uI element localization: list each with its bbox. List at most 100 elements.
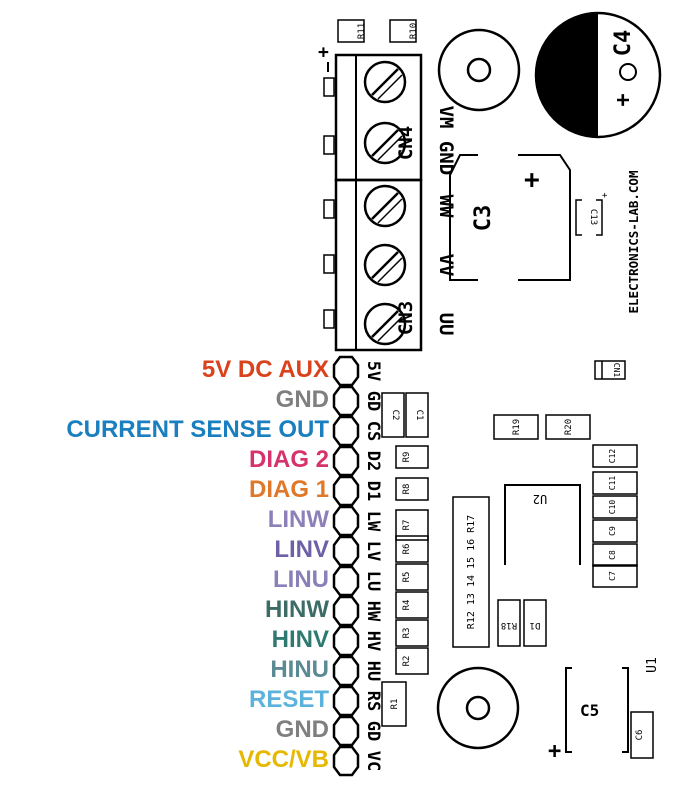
capacitor-c12 bbox=[592, 444, 638, 468]
resistor-r3 bbox=[395, 619, 429, 647]
pin-silk-label-11: RS bbox=[363, 691, 383, 711]
cn4-plus-mark: + bbox=[318, 42, 329, 63]
connector-cn1 bbox=[594, 360, 626, 380]
u2-label: U2 bbox=[533, 492, 547, 506]
c13-plus-mark: + bbox=[602, 191, 608, 201]
pin-silk-label-3: D2 bbox=[363, 451, 383, 471]
c4-label: C4 bbox=[611, 30, 636, 57]
capacitor-c1 bbox=[405, 392, 429, 438]
resistor-r8 bbox=[395, 477, 429, 501]
r6-label: R6 bbox=[402, 544, 412, 555]
pin-silk-label-10: HU bbox=[363, 661, 383, 681]
c13-label: C13 bbox=[588, 209, 598, 225]
pin-silk-label-9: HV bbox=[363, 631, 383, 651]
resistor-r4 bbox=[395, 591, 429, 619]
pin-label-12: GND bbox=[275, 716, 329, 743]
capacitor-c2 bbox=[381, 392, 405, 438]
resistor-r7 bbox=[395, 509, 429, 541]
resistor-r9 bbox=[395, 445, 429, 469]
pin-silk-label-8: HW bbox=[363, 601, 383, 622]
pin-label-1: GND bbox=[275, 386, 329, 413]
c11-label: C11 bbox=[608, 476, 617, 491]
r20-label: R20 bbox=[564, 419, 574, 435]
capacitor-c3-outline bbox=[449, 154, 571, 281]
c4-plus-mark: + bbox=[611, 93, 636, 106]
pin-silk-label-2: CS bbox=[363, 421, 383, 441]
u1-label: U1 bbox=[645, 657, 660, 673]
pin-label-0: 5V DC AUX bbox=[201, 356, 329, 383]
resistor-r5 bbox=[395, 563, 429, 591]
resistor-r11 bbox=[337, 19, 365, 43]
resistor-r2 bbox=[395, 647, 429, 675]
terminal-block-cn3 bbox=[334, 178, 423, 352]
capacitor-c9 bbox=[592, 519, 638, 543]
pin-label-7: LINU bbox=[273, 566, 329, 593]
resistor-r10 bbox=[389, 19, 417, 43]
pin-label-2: CURRENT SENSE OUT bbox=[66, 416, 329, 443]
pin-label-4: DIAG 1 bbox=[248, 476, 329, 503]
terminal-label-vm: VM bbox=[435, 106, 457, 129]
r18-label: R18 bbox=[501, 620, 517, 630]
c10-label: C10 bbox=[608, 500, 617, 515]
r4-label: R4 bbox=[402, 600, 412, 611]
pin-silk-label-0: 5V bbox=[363, 361, 383, 381]
c2-label: C2 bbox=[390, 410, 400, 421]
c12-label: C12 bbox=[608, 449, 617, 464]
pin-label-3: DIAG 2 bbox=[248, 446, 329, 473]
pin-header bbox=[332, 355, 360, 777]
pin-label-10: HINU bbox=[270, 656, 329, 683]
r1-label: R1 bbox=[390, 699, 400, 710]
r3-label: R3 bbox=[402, 628, 412, 639]
pin-silk-label-12: GD bbox=[363, 721, 383, 741]
round-component-bottom bbox=[436, 666, 520, 750]
terminal-label-uu: UU bbox=[435, 313, 457, 336]
screw-terminal bbox=[363, 121, 407, 165]
pin-label-13: VCC/VB bbox=[238, 746, 329, 773]
terminal-label-gnd: GND bbox=[435, 141, 457, 175]
pin-label-6: LINV bbox=[274, 536, 329, 563]
pin-label-5: LINW bbox=[267, 506, 329, 533]
pin-label-11: RESET bbox=[248, 686, 329, 713]
c5-plus-mark: + bbox=[548, 739, 561, 764]
resistor-r6 bbox=[395, 535, 429, 563]
c9-label: C9 bbox=[608, 526, 617, 536]
pin-silk-label-4: D1 bbox=[363, 481, 383, 501]
r2-label: R2 bbox=[402, 656, 412, 667]
website-label: ELECTRONICS-LAB.COM bbox=[626, 171, 641, 314]
resistor-r20 bbox=[545, 414, 591, 440]
resistor-r19 bbox=[493, 414, 539, 440]
c6-label: C6 bbox=[635, 730, 645, 741]
round-component-top bbox=[437, 28, 521, 112]
pin-silk-label-5: LW bbox=[363, 511, 383, 532]
r19-label: R19 bbox=[512, 419, 522, 435]
capacitor-c8 bbox=[592, 543, 638, 567]
r7-label: R7 bbox=[402, 520, 412, 531]
r10-label: R10 bbox=[409, 23, 419, 39]
capacitor-c13 bbox=[575, 199, 603, 236]
c5-label: C5 bbox=[580, 701, 599, 720]
screw-terminal bbox=[363, 302, 407, 346]
diode-d1 bbox=[523, 599, 547, 647]
c3-plus-mark: + bbox=[524, 165, 540, 195]
capacitor-c7 bbox=[592, 564, 638, 588]
terminal-label-ww: WW bbox=[435, 195, 457, 218]
d1-label: D1 bbox=[530, 620, 541, 630]
screw-terminal bbox=[363, 243, 407, 287]
capacitor-c10 bbox=[592, 495, 638, 519]
resistor-r18 bbox=[497, 599, 521, 647]
pin-label-9: HINV bbox=[271, 626, 329, 653]
screw-terminal bbox=[363, 184, 407, 228]
r5-label: R5 bbox=[402, 572, 412, 583]
r11-label: R11 bbox=[357, 23, 367, 39]
terminal-label-vv: VV bbox=[435, 254, 457, 277]
pin-silk-label-13: VC bbox=[363, 751, 383, 771]
c8-label: C8 bbox=[608, 550, 617, 560]
ic-u2-outline bbox=[504, 484, 581, 565]
cn3-label: CN3 bbox=[395, 301, 417, 335]
pin-label-8: HINW bbox=[265, 596, 329, 623]
capacitor-c4-polarity-fill bbox=[536, 13, 598, 137]
resistor-array-r12-r17 bbox=[452, 496, 490, 648]
c3-label: C3 bbox=[471, 205, 496, 232]
cn1-label: CN1 bbox=[612, 363, 621, 378]
